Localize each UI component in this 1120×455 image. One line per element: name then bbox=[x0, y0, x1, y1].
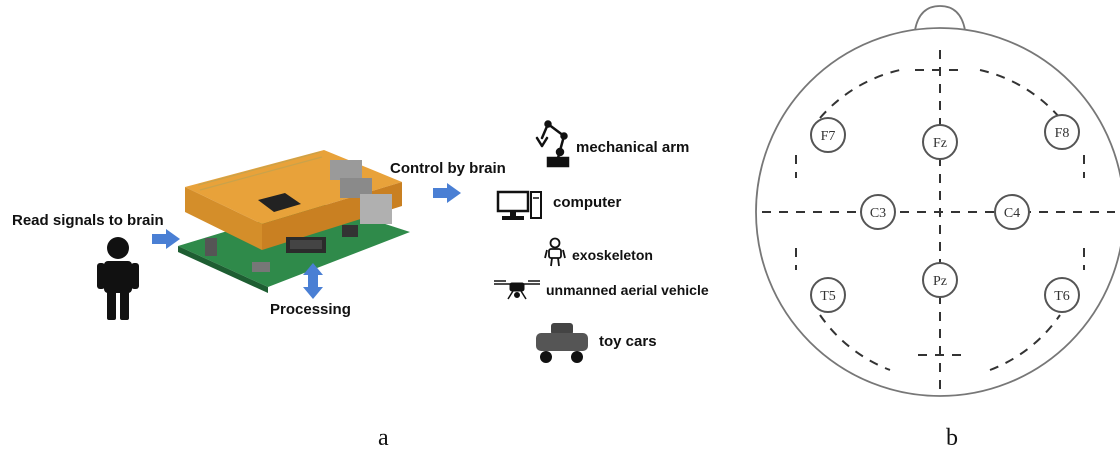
electrode-label: T6 bbox=[1054, 289, 1070, 304]
exoskeleton-icon bbox=[544, 237, 566, 267]
toy-car-icon bbox=[536, 323, 588, 363]
processing-label: Processing bbox=[270, 301, 351, 318]
drone-icon bbox=[494, 280, 540, 300]
electrode-label: Fz bbox=[933, 136, 947, 151]
electrode-fz: Fz bbox=[922, 124, 958, 160]
mechanical-arm-icon bbox=[535, 120, 570, 168]
electrode-pz: Pz bbox=[922, 262, 958, 298]
electrode-guide-lines bbox=[762, 50, 1115, 392]
arrow-to-devices-icon bbox=[433, 183, 461, 203]
read-signals-label: Read signals to brain bbox=[12, 212, 164, 229]
electrode-label: F7 bbox=[821, 129, 836, 144]
electrode-label: T5 bbox=[820, 289, 836, 304]
head-outline bbox=[755, 27, 1120, 397]
device-label-computer: computer bbox=[553, 194, 622, 211]
electrode-label: Pz bbox=[933, 274, 947, 289]
circuit-board-icon bbox=[178, 150, 410, 293]
electrode-c3: C3 bbox=[860, 194, 896, 230]
panel-letter-b: b bbox=[946, 425, 958, 451]
electrode-label: C4 bbox=[1004, 206, 1020, 221]
panel-letter-a: a bbox=[378, 425, 389, 451]
device-label-exoskeleton: exoskeleton bbox=[572, 247, 653, 263]
eeg-head-diagram bbox=[755, 5, 1120, 397]
electrode-c4: C4 bbox=[994, 194, 1030, 230]
person-icon bbox=[97, 237, 139, 320]
arrow-to-board-icon bbox=[152, 229, 180, 249]
electrode-f8: F8 bbox=[1044, 114, 1080, 150]
electrode-label: C3 bbox=[870, 206, 886, 221]
control-by-brain-label: Control by brain bbox=[390, 160, 506, 177]
device-label-toy-cars: toy cars bbox=[599, 333, 657, 350]
electrode-t5: T5 bbox=[810, 277, 846, 313]
electrode-f7: F7 bbox=[810, 117, 846, 153]
computer-icon bbox=[496, 190, 542, 220]
nose-icon bbox=[914, 5, 966, 31]
device-label-uav: unmanned aerial vehicle bbox=[546, 282, 709, 298]
electrode-label: F8 bbox=[1055, 126, 1070, 141]
processing-arrow-icon bbox=[303, 263, 323, 299]
device-label-mechanical-arm: mechanical arm bbox=[576, 139, 690, 156]
electrode-t6: T6 bbox=[1044, 277, 1080, 313]
